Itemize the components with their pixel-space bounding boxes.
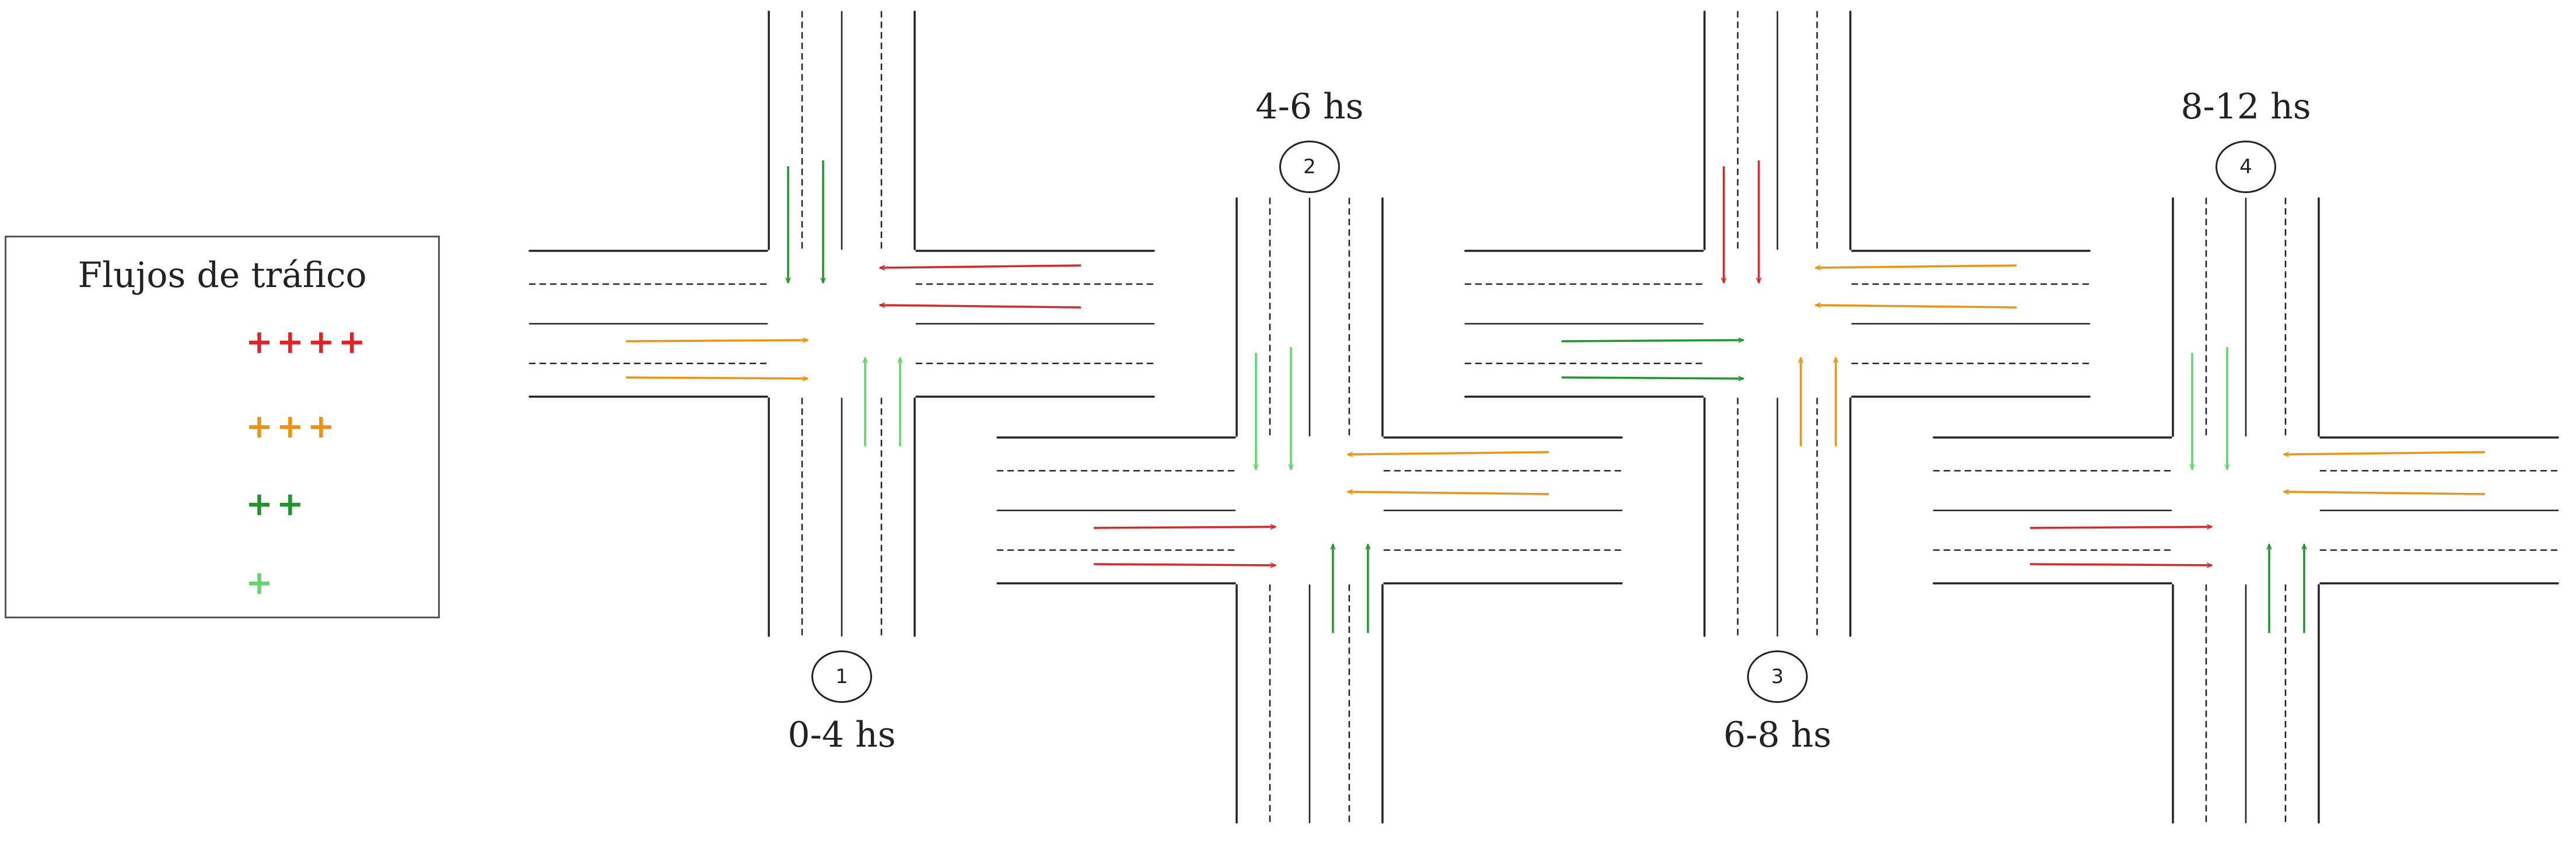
phase-3-time: 6-8 hs [1723, 715, 1832, 755]
arrow-4-west-1 [2029, 527, 2212, 528]
arrow-4-east-2 [2284, 492, 2486, 495]
arrow-4-west-2 [2029, 564, 2212, 565]
arrow-2-east-1 [1348, 451, 1549, 454]
legend: Flujos de tráfico ++++ +++ ++ + [5, 236, 440, 618]
phase-4-time: 8-12 hs [2180, 86, 2311, 127]
arrow-4-east-1 [2284, 451, 2486, 454]
legend-plus-green: ++ [246, 485, 307, 523]
arrow-3-west-2 [1561, 377, 1744, 379]
arrow-3-east-2 [1815, 305, 2017, 309]
arrow-1-west-2 [625, 377, 808, 379]
arrow-3-east-1 [1815, 264, 2017, 268]
legend-plus-orange: +++ [246, 408, 338, 446]
phase-1-time: 0-4 hs [788, 715, 896, 755]
legend-plus-red: ++++ [246, 323, 369, 361]
arrow-2-east-2 [1348, 492, 1549, 495]
arrow-1-east-2 [880, 305, 1082, 309]
arrow-1-east-1 [880, 264, 1082, 268]
legend-plus-light: + [246, 564, 276, 602]
phase-1-number: 1 [811, 650, 872, 703]
phase-3-number: 3 [1747, 650, 1808, 703]
phase-2-number: 2 [1279, 141, 1340, 193]
arrow-2-west-2 [1093, 564, 1276, 565]
phase-2-time: 4-6 hs [1255, 86, 1364, 127]
phase-4-number: 4 [2216, 141, 2276, 193]
legend-title: Flujos de tráfico [78, 255, 367, 296]
arrow-1-west-1 [625, 340, 808, 341]
arrow-3-west-1 [1561, 340, 1744, 341]
arrow-2-west-1 [1093, 527, 1276, 528]
